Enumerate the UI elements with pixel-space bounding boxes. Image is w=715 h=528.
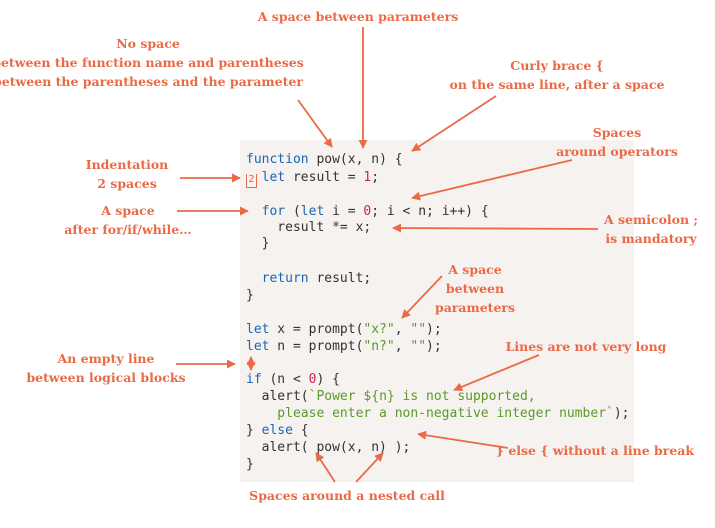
- code-panel: [240, 140, 634, 482]
- arrow-spaces-around-operators: [411, 159, 573, 201]
- code-line-let-x: let x = prompt("x?", "");: [246, 322, 442, 337]
- annotation-spaces-nested-call: Spaces around a nested call: [249, 488, 445, 503]
- annotation-indentation: Indentation 2 spaces: [85, 157, 169, 191]
- arrow-space-between-parameters-2: [401, 275, 443, 319]
- code-line-let-result: let result = 1;: [261, 170, 380, 185]
- code-line-return: return result;: [261, 271, 372, 286]
- code-line-multiply: result *= x;: [246, 220, 372, 235]
- indentation-marker: 2: [246, 174, 257, 188]
- annotation-space-between-parameters-2: A space between parameters: [434, 262, 516, 315]
- code-line-if: if (n < 0) {: [246, 372, 340, 387]
- arrow-else-no-break: [417, 430, 509, 449]
- arrow-no-space: [297, 99, 333, 148]
- code-line-function: function pow(x, n) {: [246, 152, 403, 167]
- annotation-semicolon: A semicolon ; is mandatory: [603, 212, 699, 246]
- arrow-curly-brace: [411, 95, 497, 152]
- arrow-nested-call-left: [315, 452, 336, 483]
- annotation-space-between-parameters: A space between parameters: [257, 9, 459, 24]
- annotation-space-after-for: A space after for/if/while…: [64, 203, 192, 237]
- code-line-close-for: }: [246, 236, 270, 251]
- annotation-spaces-around-operators: Spaces around operators: [556, 125, 678, 159]
- arrow-nested-call-right: [355, 452, 384, 483]
- annotation-no-space: No space between the function name and p…: [0, 36, 304, 89]
- code-line-for: for (let i = 0; i < n; i++) {: [261, 204, 489, 219]
- code-line-let-n: let n = prompt("n?", "");: [246, 339, 442, 354]
- arrow-lines-not-long: [453, 354, 540, 392]
- code-line-alert-pow: alert( pow(x, n) );: [246, 440, 411, 455]
- arrow-semicolon: [392, 223, 599, 233]
- annotation-lines-not-long: Lines are not very long: [505, 339, 667, 354]
- code-line-close-function: }: [246, 288, 254, 303]
- annotation-curly-brace: Curly brace { on the same line, after a …: [449, 58, 665, 92]
- annotation-empty-line: An empty line between logical blocks: [26, 351, 186, 385]
- annotation-else-no-break: } else { without a line break: [495, 443, 695, 458]
- code-line-else: } else {: [246, 423, 309, 438]
- code-line-close-else: }: [246, 457, 254, 472]
- code-line-alert-1: alert(`Power ${n} is not supported,: [246, 389, 536, 404]
- code-line-alert-2: please enter a non-negative integer numb…: [246, 406, 630, 421]
